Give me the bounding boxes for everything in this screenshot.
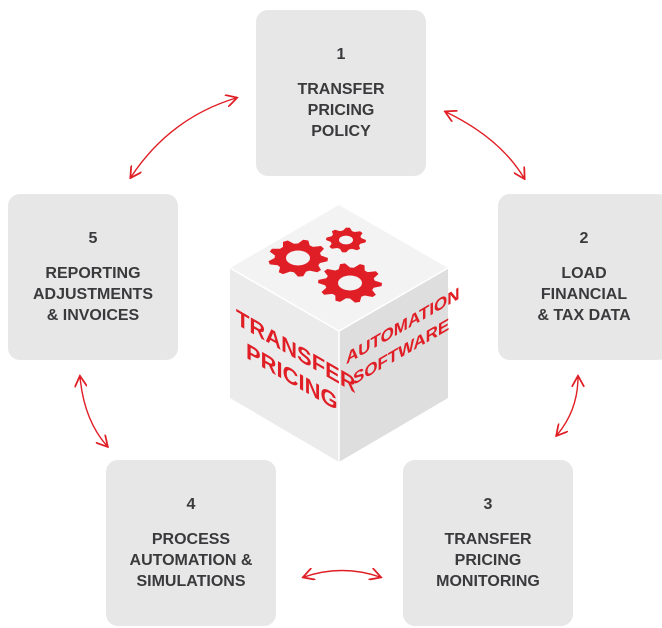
step-5-box: 5 REPORTING ADJUSTMENTS & INVOICES: [8, 194, 178, 360]
connector-2-3: [557, 377, 578, 435]
step-number: 3: [483, 496, 493, 513]
step-1-box: 1 TRANSFER PRICING POLICY: [256, 10, 426, 176]
gear-hole: [338, 275, 362, 291]
connector-1-2: [446, 112, 524, 178]
step-2-box: 2 LOAD FINANCIAL & TAX DATA: [498, 194, 662, 360]
gear-hole: [339, 235, 353, 245]
step-number: 2: [579, 230, 589, 247]
gears-icon: [268, 227, 382, 303]
step-label: TRANSFER PRICING MONITORING: [436, 531, 540, 590]
automation-cube: TRANSFER PRICING AUTOMATION SOFTWARE: [229, 205, 460, 462]
connector-5-4: [80, 377, 107, 446]
step-number: 4: [186, 496, 196, 513]
step-label: TRANSFER PRICING POLICY: [297, 81, 385, 140]
step-label: PROCESS AUTOMATION & SIMULATIONS: [129, 531, 253, 590]
connector-5-1: [131, 98, 236, 177]
step-number: 5: [88, 230, 98, 247]
gear-hole: [286, 250, 310, 266]
step-3-box: 3 TRANSFER PRICING MONITORING: [403, 460, 573, 626]
step-label: REPORTING ADJUSTMENTS & INVOICES: [32, 265, 153, 324]
step-number: 1: [336, 46, 346, 63]
connector-4-3: [304, 571, 380, 578]
step-label: LOAD FINANCIAL & TAX DATA: [537, 265, 631, 324]
step-4-box: 4 PROCESS AUTOMATION & SIMULATIONS: [106, 460, 276, 626]
